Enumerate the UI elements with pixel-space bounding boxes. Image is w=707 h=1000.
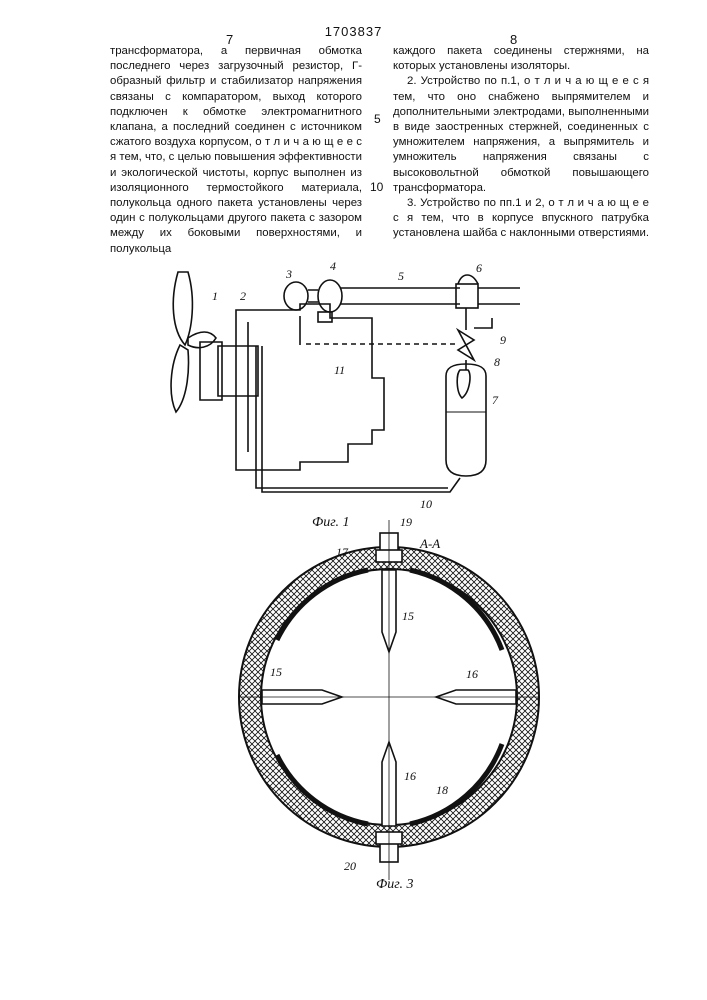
figure-3-caption: Фиг. 3: [376, 877, 414, 892]
fig3-label-16-right: 16: [466, 667, 478, 681]
fig3-label-20: 20: [344, 859, 356, 873]
fig3-label-15-left: 15: [270, 665, 282, 679]
fig3-label-16-bottom: 16: [404, 769, 416, 783]
fig3-label-17: 17: [336, 545, 349, 559]
fig3-label-19: 19: [400, 515, 412, 529]
fig3-label-15-top: 15: [402, 609, 414, 623]
section-label-a-a: А-А: [419, 536, 440, 551]
fig3-label-18: 18: [436, 783, 448, 797]
